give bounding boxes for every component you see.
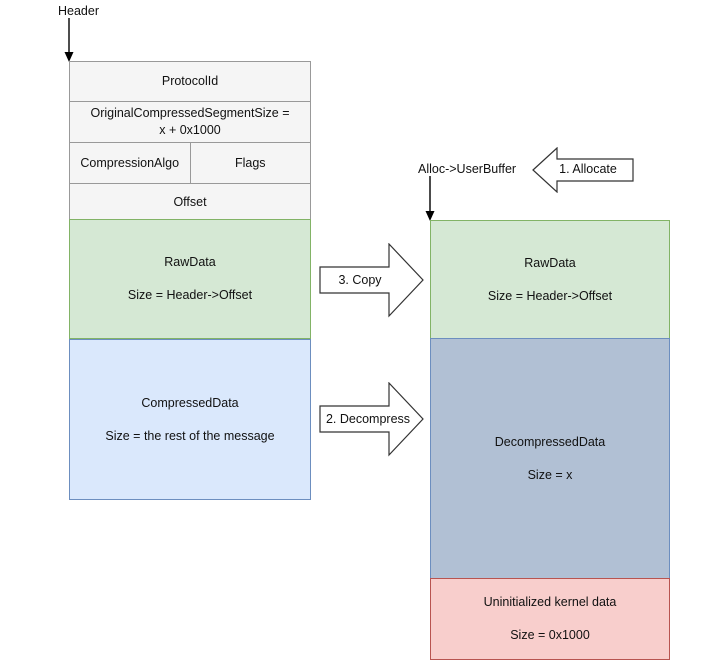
- right-block-uninitialized-kernel-data-title: Uninitialized kernel data: [483, 595, 617, 610]
- header-row-offset: Offset: [69, 181, 311, 223]
- header-cell-label: ProtocolId: [161, 74, 219, 89]
- right-block-decompresseddata: DecompressedData Size = x: [430, 338, 670, 579]
- header-cell-label: Flags: [234, 155, 266, 170]
- right-block-rawdata-title: RawData: [524, 255, 576, 270]
- right-block-uninitialized-kernel-data: Uninitialized kernel data Size = 0x1000: [430, 578, 670, 660]
- header-connector-arrow: [64, 18, 74, 62]
- header-row-compressionalgo-flags: CompressionAlgo Flags: [69, 142, 311, 184]
- header-cell-flags: Flags: [189, 142, 311, 184]
- header-cell-label: CompressionAlgo: [80, 155, 180, 170]
- left-block-compresseddata-size: Size = the rest of the message: [105, 428, 275, 443]
- arrow-copy-label: 3. Copy: [338, 273, 382, 287]
- header-cell-compressionalgo: CompressionAlgo: [69, 142, 191, 184]
- header-row-protocolid: ProtocolId: [69, 61, 311, 102]
- left-block-rawdata: RawData Size = Header->Offset: [69, 219, 311, 339]
- arrow-decompress: 2. Decompress: [319, 381, 424, 457]
- right-block-decompresseddata-size: Size = x: [527, 467, 573, 482]
- header-table: ProtocolId OriginalCompressedSegmentSize…: [69, 61, 311, 223]
- left-block-compresseddata-title: CompressedData: [141, 395, 239, 410]
- alloc-userbuffer-label: Alloc->UserBuffer: [418, 162, 517, 176]
- arrow-decompress-label: 2. Decompress: [325, 412, 411, 426]
- right-block-uninitialized-kernel-data-size: Size = 0x1000: [510, 628, 590, 642]
- left-block-rawdata-title: RawData: [164, 255, 216, 270]
- header-label: Header: [58, 4, 99, 18]
- right-block-rawdata: RawData Size = Header->Offset: [430, 220, 670, 339]
- header-cell-label: Offset: [173, 194, 207, 209]
- left-block-compresseddata: CompressedData Size = the rest of the me…: [69, 339, 311, 500]
- arrow-allocate: 1. Allocate: [532, 146, 634, 194]
- left-block-rawdata-size: Size = Header->Offset: [127, 288, 253, 302]
- alloc-userbuffer-connector-arrow: [425, 176, 435, 221]
- header-row-originalcompressedsegmentsize: OriginalCompressedSegmentSize = x + 0x10…: [69, 101, 311, 143]
- right-block-rawdata-size: Size = Header->Offset: [487, 288, 613, 303]
- header-cell-label-line2: x + 0x1000: [159, 123, 221, 137]
- arrow-copy: 3. Copy: [319, 242, 424, 318]
- arrow-allocate-label: 1. Allocate: [559, 162, 617, 176]
- header-cell-label: OriginalCompressedSegmentSize =: [90, 106, 290, 121]
- right-block-decompresseddata-title: DecompressedData: [494, 434, 606, 449]
